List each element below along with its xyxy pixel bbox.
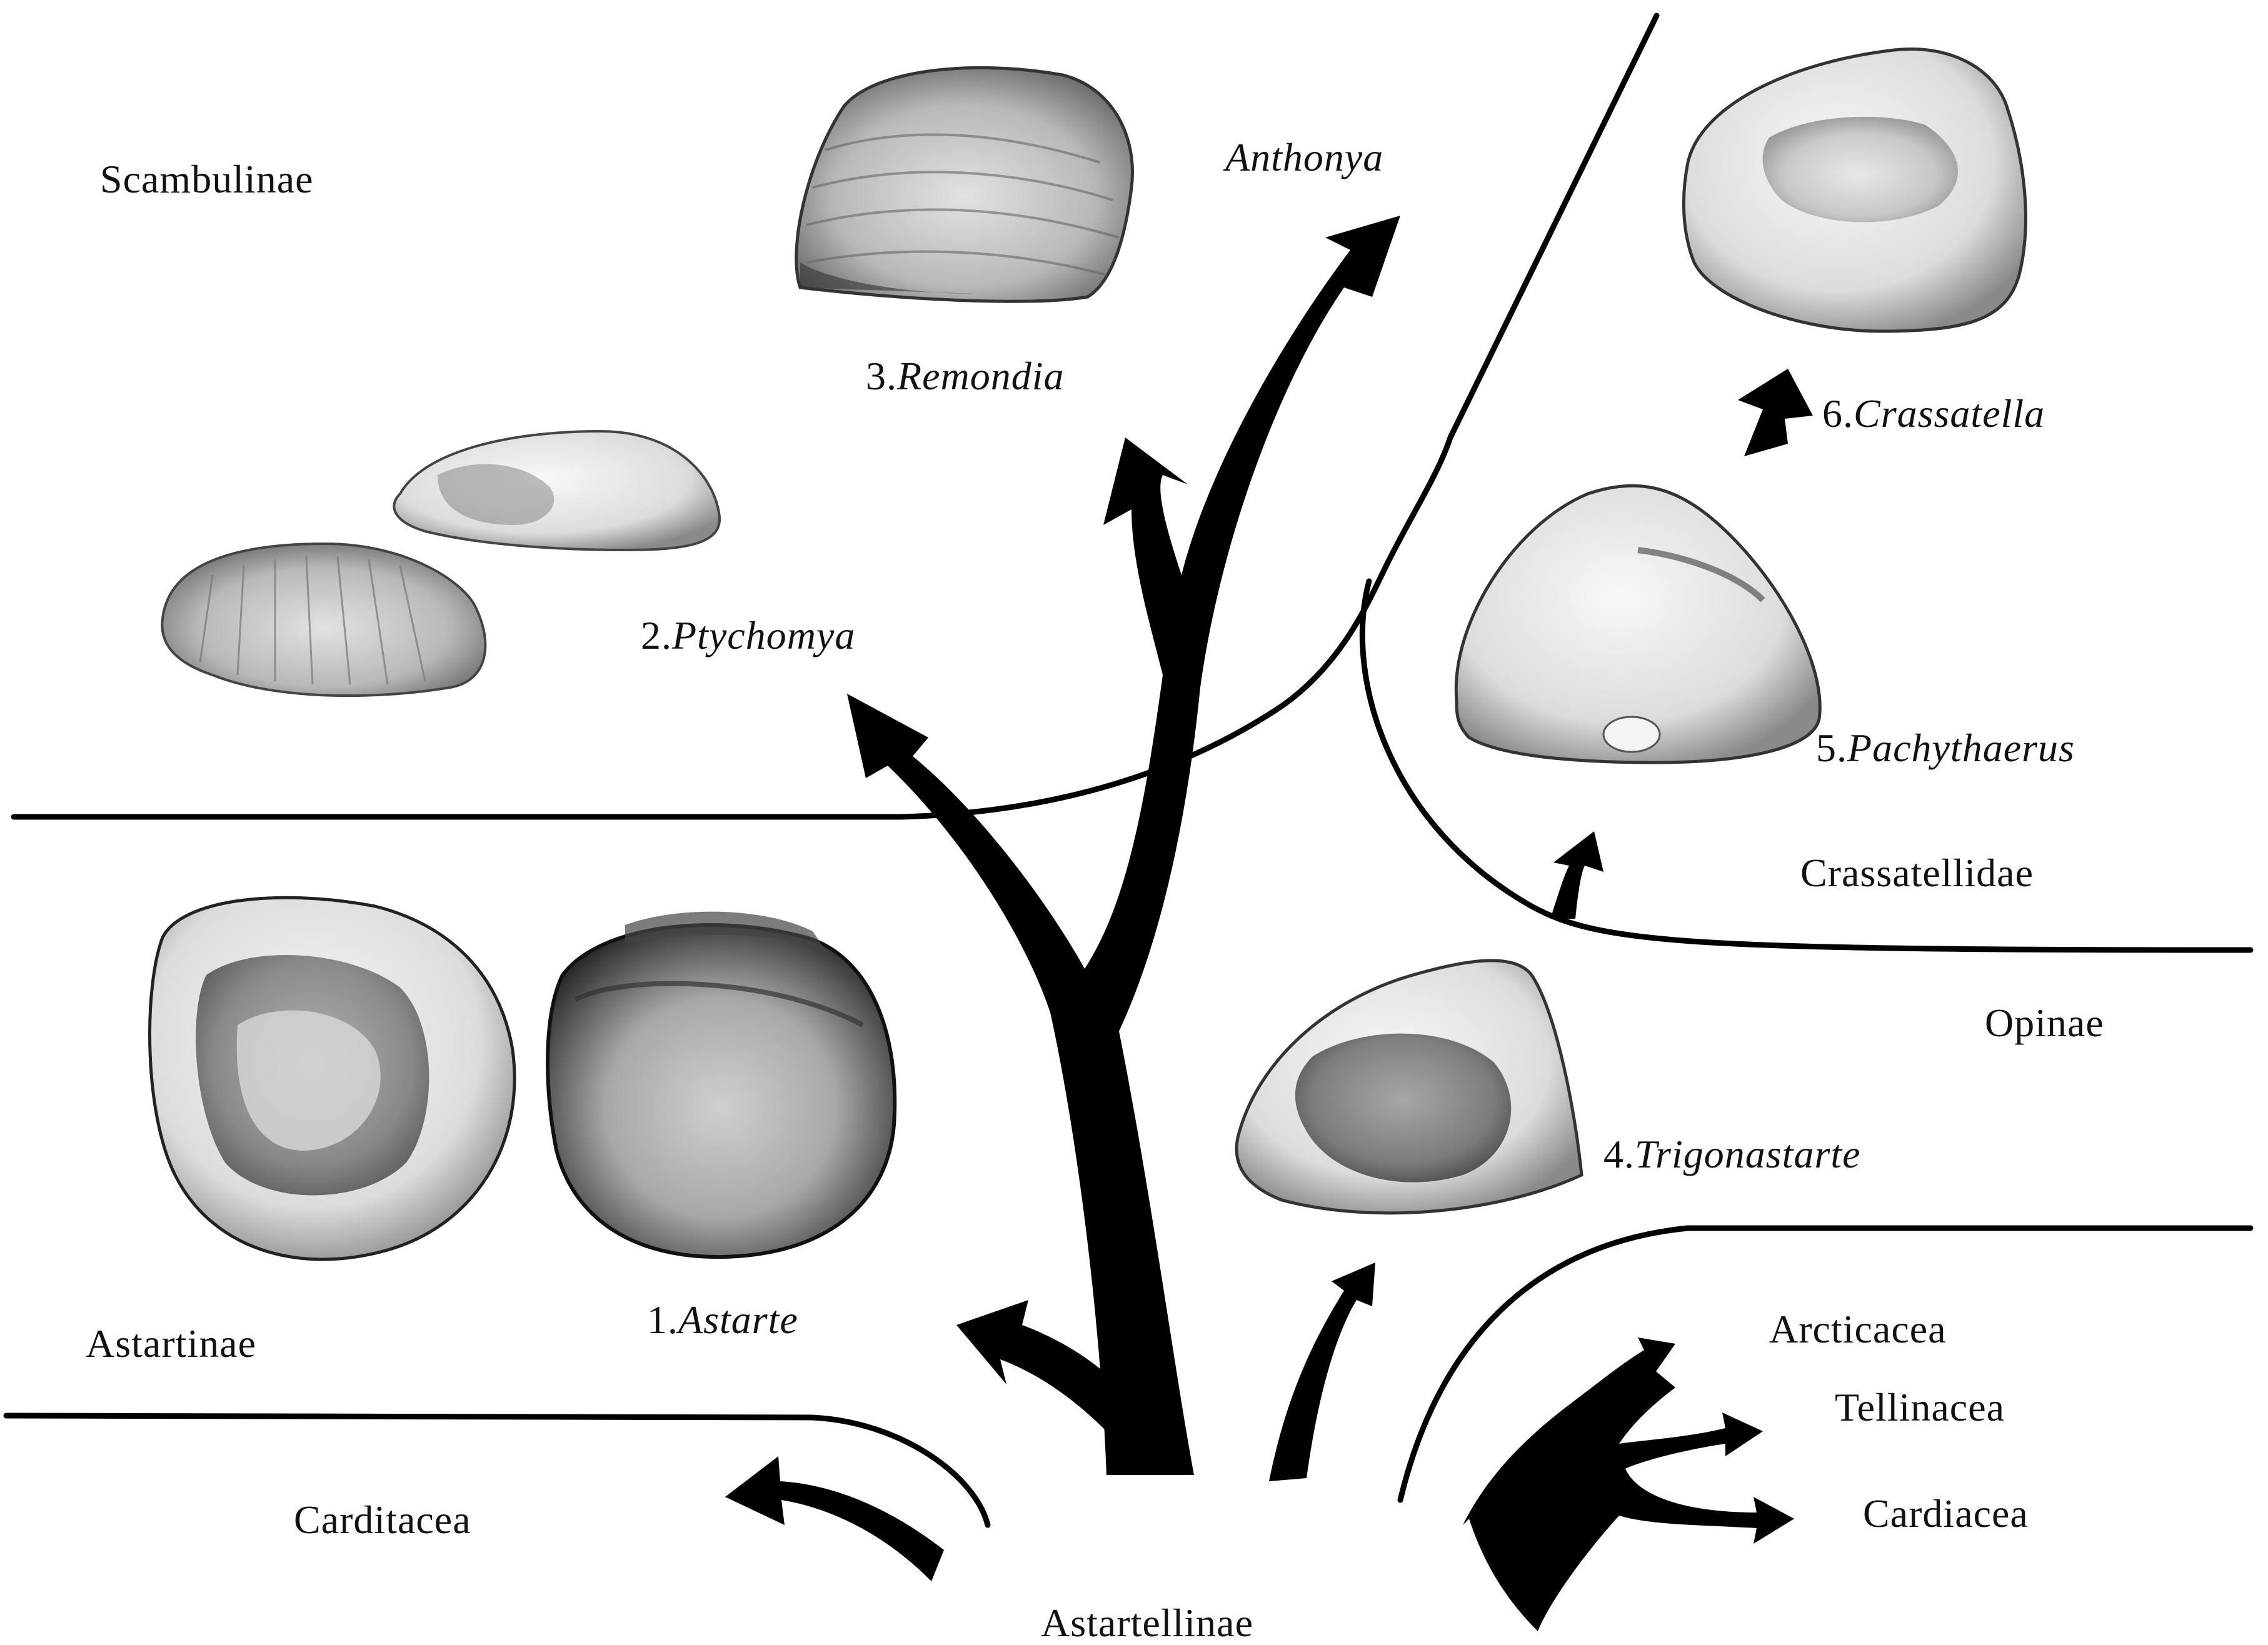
branch-trigonastarte xyxy=(1269,1262,1375,1481)
genus-label-ptychomya: 2.Ptychomya xyxy=(641,616,855,656)
shell-pachythaerus xyxy=(1456,486,1820,762)
genus-label-remondia: 3.Remondia xyxy=(866,356,1065,396)
genus-name: Astarte xyxy=(678,1298,798,1342)
genus-label-astarte: 1.Astarte xyxy=(647,1300,798,1340)
phylogenetic-tree xyxy=(725,216,1813,1631)
tree-trunk xyxy=(847,216,1400,1475)
shell-crassatella xyxy=(1683,49,2025,331)
genus-name: Trigonastarte xyxy=(1635,1132,1861,1176)
label-anthonya: Anthonya xyxy=(1225,138,1383,178)
arrow-carditacea xyxy=(725,1456,944,1581)
arrow-fan-body xyxy=(1469,1356,1794,1631)
label-astartinae: Astartinae xyxy=(86,1324,256,1364)
genus-label-trigonastarte: 4.Trigonastarte xyxy=(1603,1134,1861,1174)
genus-number: 5. xyxy=(1816,726,1847,770)
genus-name: Ptychomya xyxy=(672,613,855,658)
genus-label-pachythaerus: 5.Pachythaerus xyxy=(1816,728,2075,768)
genus-number: 2. xyxy=(641,613,672,658)
arrow-to-crassatella xyxy=(1738,369,1813,456)
genus-number: 4. xyxy=(1603,1132,1635,1176)
shell-astarte-exterior xyxy=(548,912,895,1257)
shell-ptychomya-upper xyxy=(394,431,720,550)
genus-name: Pachythaerus xyxy=(1847,726,2075,770)
shell-ptychomya-lower xyxy=(162,544,485,696)
label-carditacea: Carditacea xyxy=(294,1500,471,1540)
genus-label-crassatella: 6.Crassatella xyxy=(1822,394,2045,434)
label-tellinacea: Tellinacea xyxy=(1835,1388,2005,1428)
shell-astarte-interior xyxy=(150,898,515,1259)
label-cardiacea: Cardiacea xyxy=(1863,1494,2029,1534)
genus-name: Remondia xyxy=(897,354,1065,398)
genus-name: Crassatella xyxy=(1854,391,2045,436)
genus-number: 6. xyxy=(1822,391,1854,436)
label-crassatellidae: Crassatellidae xyxy=(1800,853,2034,893)
shell-trigonastarte xyxy=(1237,961,1582,1213)
anthonya-name: Anthonya xyxy=(1225,135,1383,179)
label-opinae: Opinae xyxy=(1985,1003,2104,1043)
genus-number: 1. xyxy=(647,1298,678,1342)
branch-crassatellidae xyxy=(1550,831,1603,919)
shell-remondia xyxy=(796,68,1133,301)
label-arcticacea: Arcticacea xyxy=(1769,1309,1947,1349)
label-astartellinae: Astartellinae xyxy=(1041,1603,1253,1643)
genus-number: 3. xyxy=(866,354,897,398)
label-scambulinae: Scambulinae xyxy=(100,159,314,199)
